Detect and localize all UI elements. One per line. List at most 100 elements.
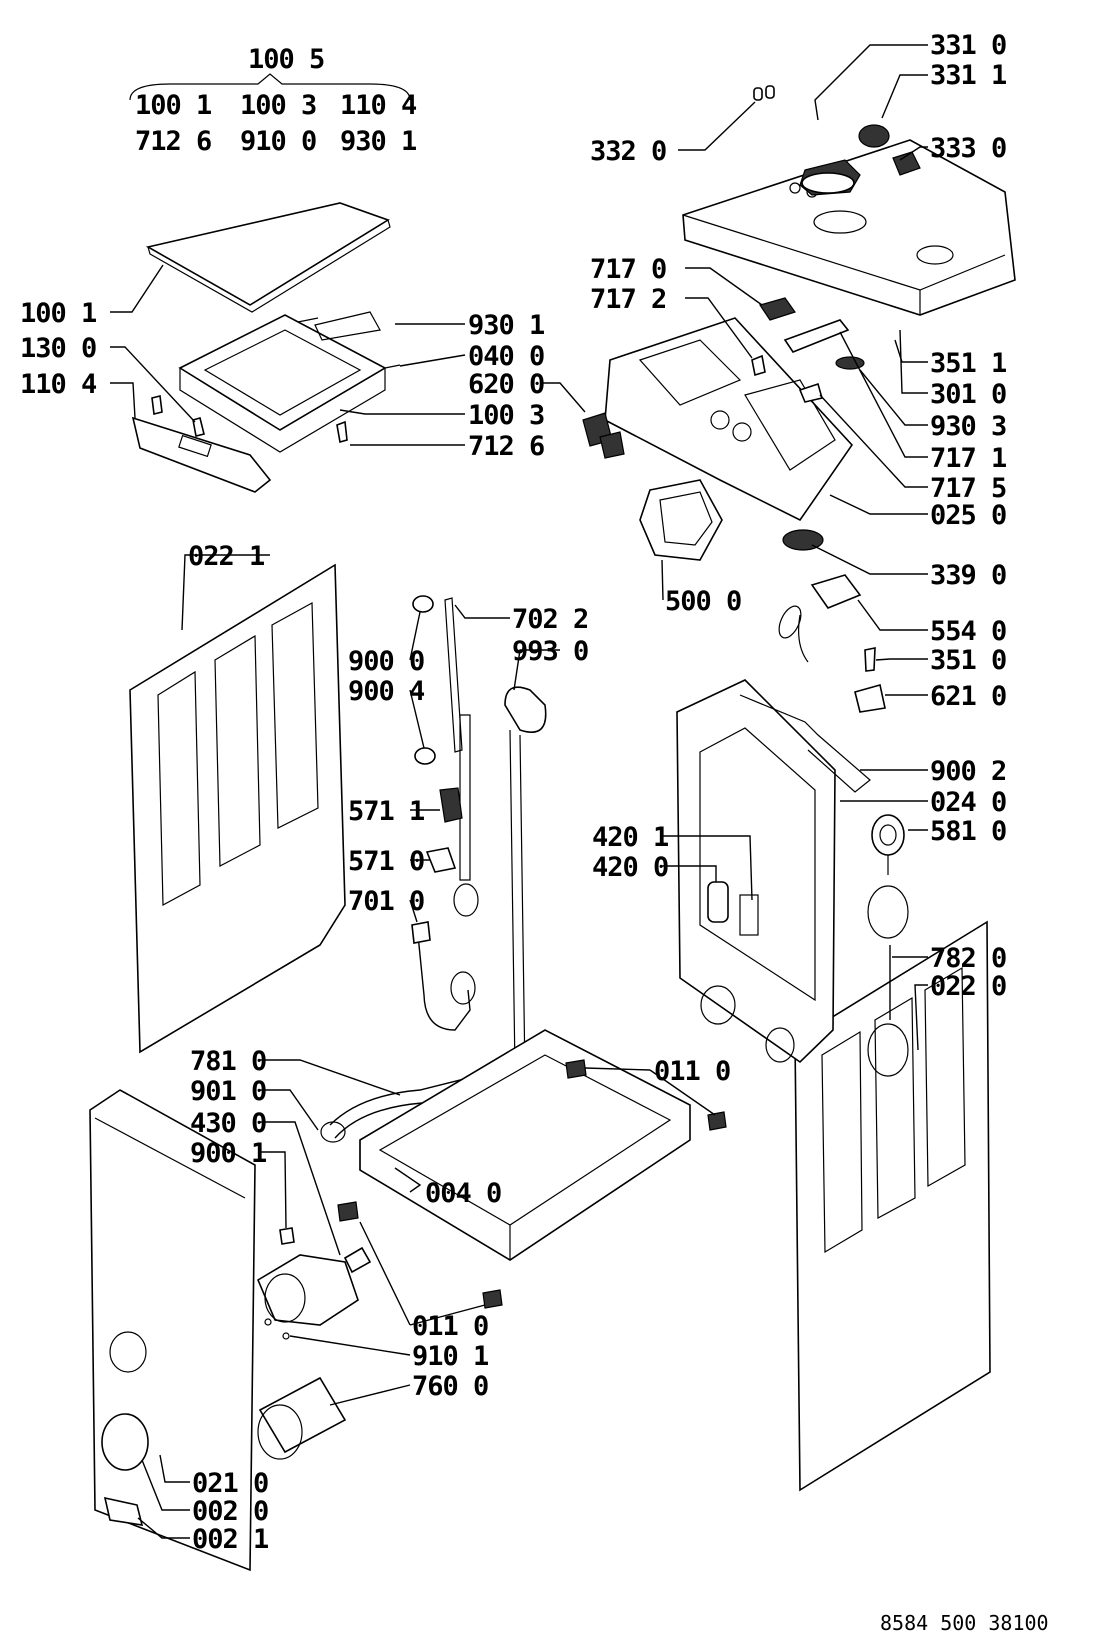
terminal-block xyxy=(854,684,886,713)
switch-lever xyxy=(751,354,766,377)
leader-5000 xyxy=(661,559,664,601)
sump-hose-lower xyxy=(334,1072,546,1139)
leader-7175 xyxy=(819,394,928,488)
header-row1-c: 110 4 xyxy=(340,90,417,121)
label-701-0: 701 0 xyxy=(348,886,424,917)
leader-6200 xyxy=(542,382,586,413)
leader-0400 xyxy=(399,354,466,367)
carrier-socket-2 xyxy=(732,422,752,442)
hinge xyxy=(192,417,205,437)
rear-wall-top-bracket xyxy=(739,694,871,793)
side-panel-left-rib-1 xyxy=(157,670,201,906)
leader-3310 xyxy=(814,44,928,121)
label-002-0: 002 0 xyxy=(192,1496,268,1527)
label-100-3: 100 3 xyxy=(468,400,544,431)
filter-cover xyxy=(101,1413,149,1471)
label-022-0: 022 0 xyxy=(930,971,1006,1002)
water-inlet xyxy=(320,595,547,1143)
timer-face xyxy=(659,491,713,546)
leader-9001 xyxy=(260,1151,287,1229)
pump-filter-face xyxy=(257,1404,303,1460)
leader-3330 xyxy=(899,146,928,161)
label-130-0: 130 0 xyxy=(20,333,96,364)
leader-4201 xyxy=(660,835,753,901)
drain-pump xyxy=(256,1227,372,1460)
label-100-1: 100 1 xyxy=(20,298,96,329)
foot-rear-left xyxy=(565,1059,587,1079)
switch-cam xyxy=(759,297,796,321)
leader-0021 xyxy=(137,1517,190,1539)
label-900-2: 900 2 xyxy=(930,756,1006,787)
label-717-5: 717 5 xyxy=(930,473,1006,504)
door-lock-switch xyxy=(810,574,862,609)
hose-guide-pipe xyxy=(509,729,526,1076)
header-row2-a: 712 6 xyxy=(135,126,211,157)
leader-1001 xyxy=(110,264,164,313)
clip xyxy=(336,420,348,444)
side-panel-right-rib-1 xyxy=(821,1030,863,1254)
console-knob-hole xyxy=(813,210,867,234)
side-panel-right-rib-2 xyxy=(874,996,916,1219)
label-760-0: 760 0 xyxy=(412,1371,488,1402)
label-702-2: 702 2 xyxy=(512,604,588,635)
pump-screw-1 xyxy=(264,1318,272,1326)
side-panel-right xyxy=(794,920,991,1492)
front-panel-fold xyxy=(94,1117,246,1199)
lid-frame-inner xyxy=(203,329,362,416)
drain-hose-connector xyxy=(411,921,431,944)
label-581-0: 581 0 xyxy=(930,816,1006,847)
label-420-0: 420 0 xyxy=(592,852,668,883)
leader-9010 xyxy=(260,1089,319,1131)
lid-frame-side xyxy=(179,368,386,453)
label-781-0: 781 0 xyxy=(190,1046,266,1077)
screw xyxy=(384,364,401,369)
header-main: 100 5 xyxy=(248,44,324,75)
inlet-hose xyxy=(444,597,463,753)
label-332-0: 332 0 xyxy=(590,136,666,167)
leader-0221 xyxy=(181,554,270,631)
label-900-4: 900 4 xyxy=(348,676,425,707)
console-housing xyxy=(682,139,1016,316)
leader-7810 xyxy=(260,1059,401,1096)
label-021-0: 021 0 xyxy=(192,1468,268,1499)
trim-handle xyxy=(178,434,212,458)
label-500-0: 500 0 xyxy=(665,586,741,617)
label-900-0: 900 0 xyxy=(348,646,424,677)
leader-1300 xyxy=(110,346,196,423)
label-420-1: 420 1 xyxy=(592,822,668,853)
label-717-2: 717 2 xyxy=(590,284,666,315)
label-717-0: 717 0 xyxy=(590,254,666,285)
label-930-1: 930 1 xyxy=(468,310,544,341)
small-knob xyxy=(858,124,890,148)
console-led-hole xyxy=(789,182,801,194)
label-900-1: 900 1 xyxy=(190,1138,266,1169)
console-display-hole xyxy=(916,245,954,265)
seal-strip xyxy=(314,311,381,341)
leader-7010 xyxy=(409,899,418,923)
base-frame xyxy=(337,1029,727,1309)
sump-hose xyxy=(329,1059,541,1126)
side-panel-left-rib-2 xyxy=(214,634,261,867)
label-993-0: 993 0 xyxy=(512,636,588,667)
rear-wall-hole-2 xyxy=(765,1027,795,1063)
front-panel xyxy=(89,1089,256,1572)
pump-screw-2 xyxy=(282,1332,290,1340)
leader-7170 xyxy=(685,267,763,306)
side-panel-right-rib-3 xyxy=(924,966,966,1188)
leader-0250 xyxy=(829,494,928,515)
leader-3510 xyxy=(875,658,928,661)
pressure-switch xyxy=(871,814,905,856)
leader-3390 xyxy=(811,544,928,575)
leader-0210 xyxy=(159,1454,190,1483)
leader-4200 xyxy=(660,865,717,882)
pump-chamber xyxy=(264,1273,306,1323)
base-frame-shape xyxy=(359,1029,691,1261)
control-panel-assembly xyxy=(582,85,1016,713)
leader-0110b xyxy=(359,1221,486,1326)
capacitor-bracket xyxy=(739,894,759,936)
pressure-switch-core xyxy=(879,824,897,846)
timer-module xyxy=(639,479,723,561)
leader-3311 xyxy=(881,74,928,119)
label-930-3: 930 3 xyxy=(930,411,1006,442)
